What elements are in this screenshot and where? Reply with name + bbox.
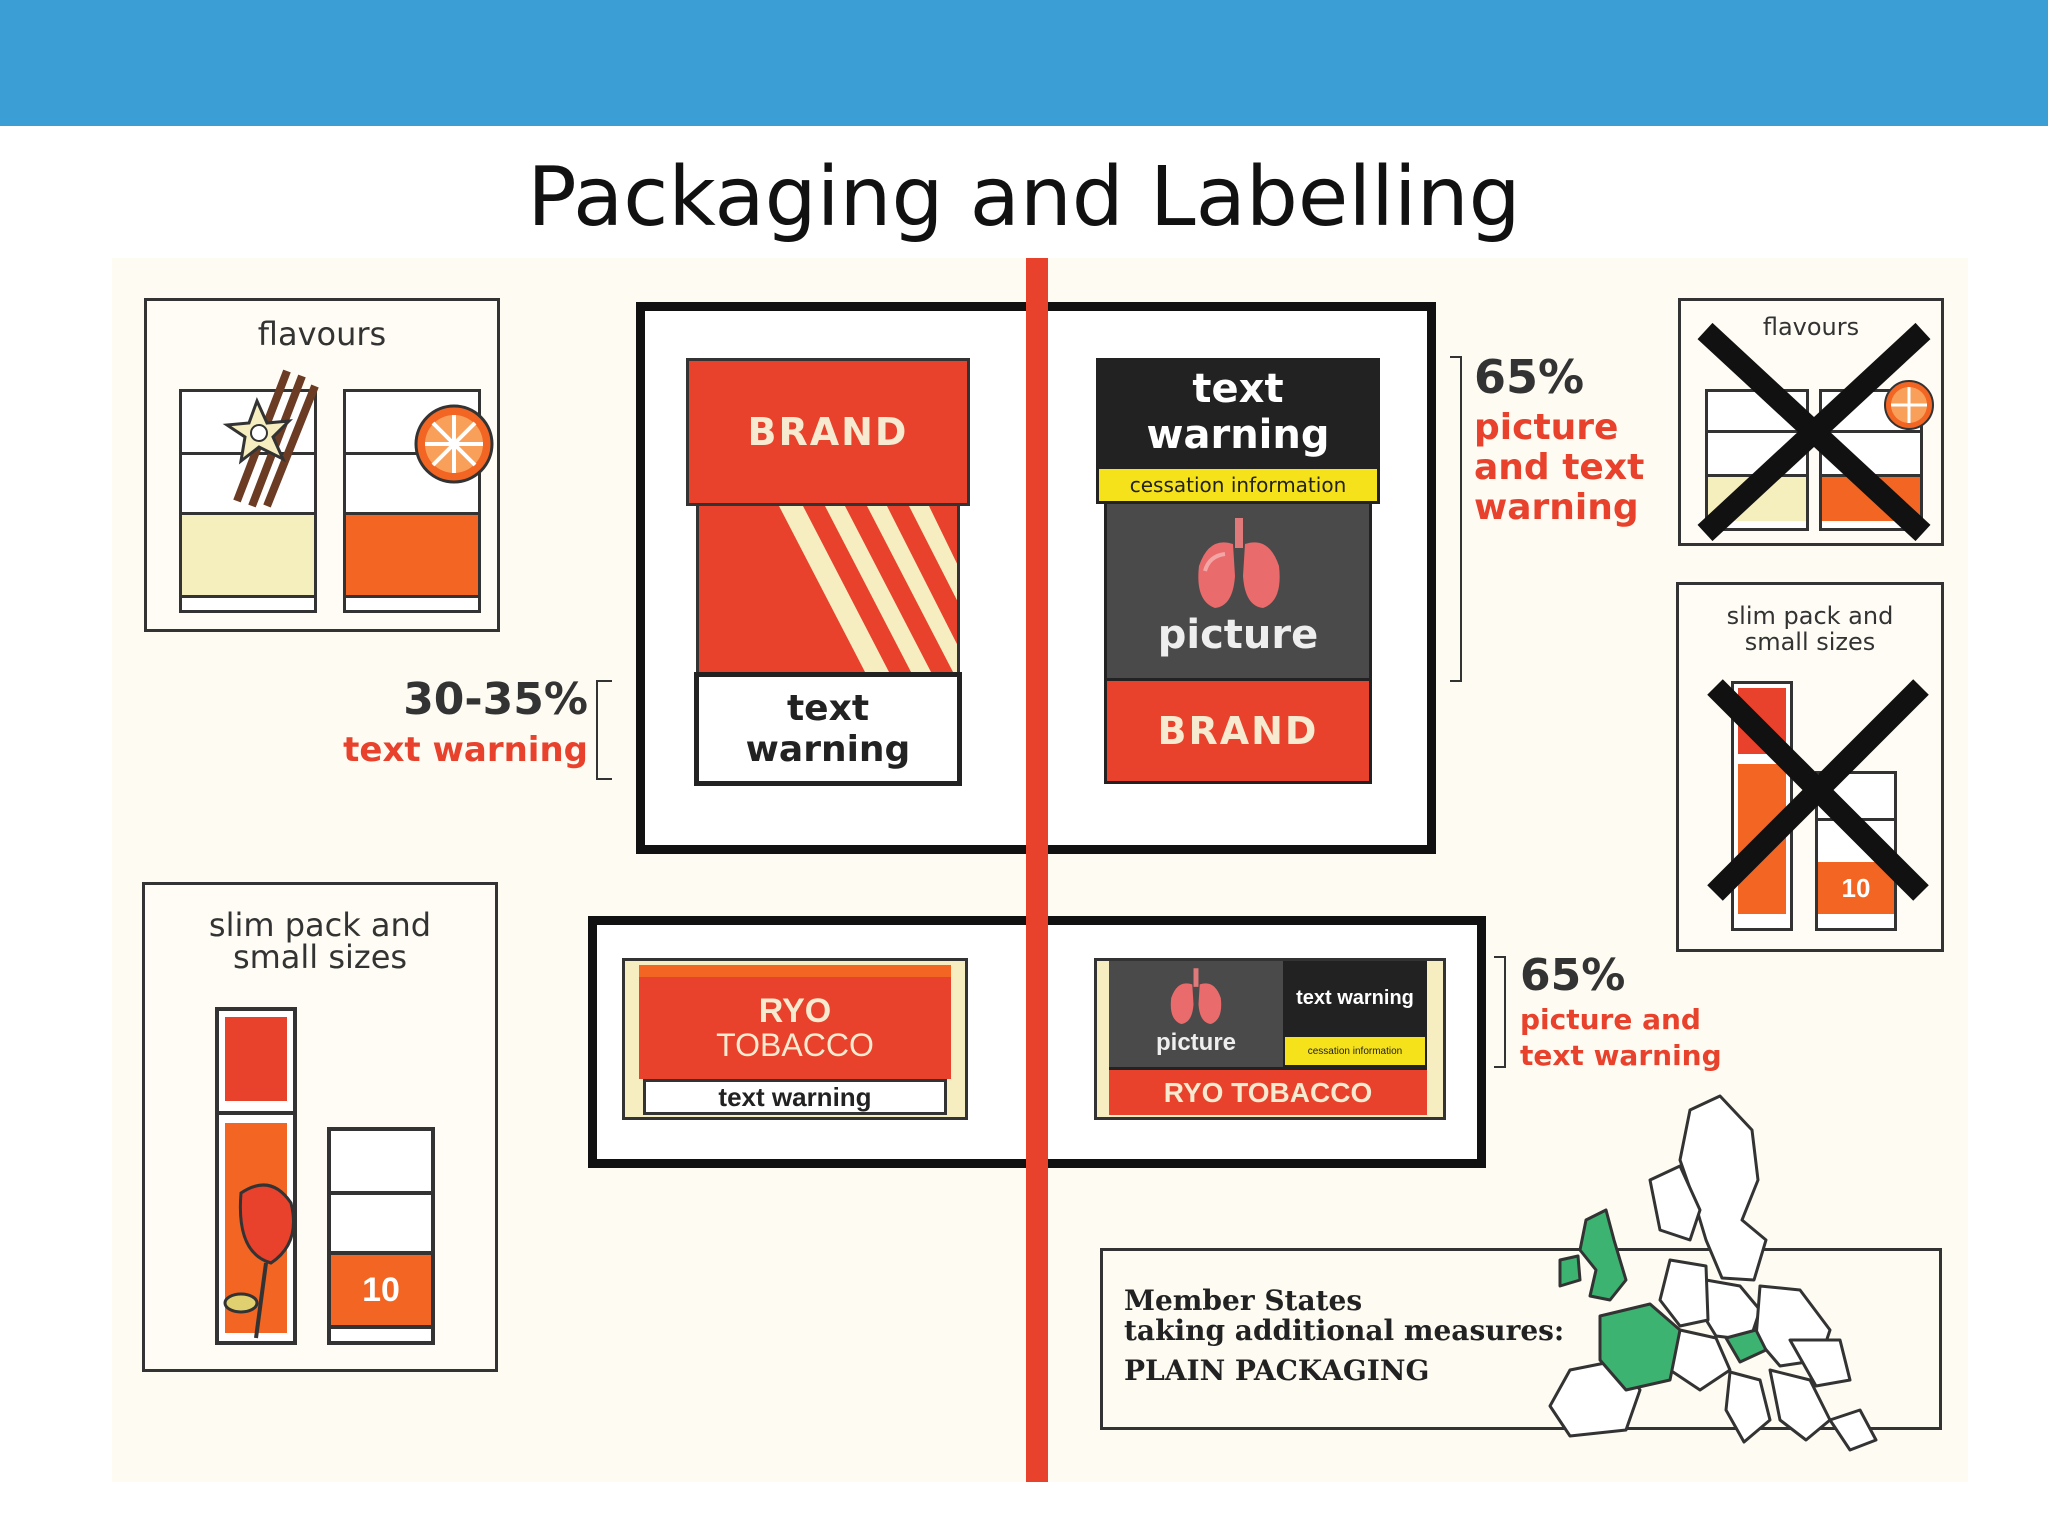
ryo-pct-65-caption: picture and text warning xyxy=(1520,1003,1722,1072)
ryo-new-text-warning: text warning xyxy=(1283,961,1427,1035)
divider-line xyxy=(1026,258,1048,1482)
header-bar xyxy=(0,0,2048,126)
ryo-old-line1: RYO xyxy=(758,992,832,1030)
ryo-new-cessation: cessation information xyxy=(1283,1035,1427,1067)
slim-pack-banned-box: slim pack and small sizes 10 xyxy=(1676,582,1944,952)
old-pack-stripes xyxy=(696,506,960,672)
ryo-pct-65: 65% xyxy=(1520,950,1626,1001)
slim-pack-label: slim pack and small sizes xyxy=(208,906,432,976)
bracket-left xyxy=(596,680,612,780)
new-pack-cessation: cessation information xyxy=(1096,466,1380,504)
pct-65: 65% xyxy=(1474,350,1585,404)
old-pack: BRAND text warning xyxy=(686,358,970,786)
old-pack-brand-panel: BRAND xyxy=(686,358,970,506)
pct-30-35-caption: text warning xyxy=(343,730,588,770)
page-title: Packaging and Labelling xyxy=(527,150,1521,245)
cross-icon xyxy=(1697,322,1931,541)
size-number: 10 xyxy=(362,1270,400,1309)
small-size-pack: 10 xyxy=(327,1127,435,1345)
flavours-box: flavours xyxy=(144,298,500,632)
new-pack-picture-panel: picture xyxy=(1104,504,1372,678)
new-pack: text warning cessation information pictu… xyxy=(1096,358,1380,786)
ryo-new-picture-panel: picture xyxy=(1109,961,1283,1067)
member-states-text: Member States taking additional measures… xyxy=(1124,1284,1565,1387)
lungs-icon xyxy=(1170,968,1222,1025)
new-pack-picture-label: picture xyxy=(1157,612,1319,658)
bracket-right-lower xyxy=(1494,956,1506,1068)
new-pack-text-warning: text warning xyxy=(1096,358,1380,466)
slim-pack-box: slim pack and small sizes 10 xyxy=(142,882,498,1372)
cross-icon xyxy=(1707,679,1929,901)
orange-pack xyxy=(343,389,481,613)
ryo-new-pouch: picture text warning cessation informati… xyxy=(1094,958,1446,1120)
flavours-banned-label: flavours xyxy=(1762,313,1860,341)
pct-30-35: 30-35% xyxy=(403,674,588,725)
flavours-banned-box: flavours xyxy=(1678,298,1944,546)
ryo-new-brand: RYO TOBACCO xyxy=(1109,1067,1427,1115)
rose-icon xyxy=(223,1183,295,1339)
old-pack-text-warning: text warning xyxy=(694,672,962,786)
size-number-banned: 10 xyxy=(1841,872,1871,903)
ryo-new-picture-label: picture xyxy=(1155,1029,1236,1056)
vanilla-flower-icon xyxy=(222,369,319,508)
orange-slice-icon xyxy=(1884,380,1934,430)
europe-map-icon xyxy=(1548,1094,1878,1452)
member-states-box xyxy=(1100,1248,1942,1430)
new-pack-brand-panel: BRAND xyxy=(1104,678,1372,784)
slim-pack-banned-label: slim pack and small sizes xyxy=(1726,602,1894,656)
ryo-old-text-warning: text warning xyxy=(643,1079,947,1115)
pct-65-caption: picture and text warning xyxy=(1474,407,1645,528)
ryo-old-pouch: RYO TOBACCO text warning xyxy=(622,958,968,1120)
orange-slice-icon xyxy=(414,404,494,484)
bracket-right-upper xyxy=(1450,356,1462,682)
ryo-old-line2: TOBACCO xyxy=(716,1027,874,1063)
lungs-icon xyxy=(1198,518,1280,608)
flavours-label: flavours xyxy=(257,315,387,353)
